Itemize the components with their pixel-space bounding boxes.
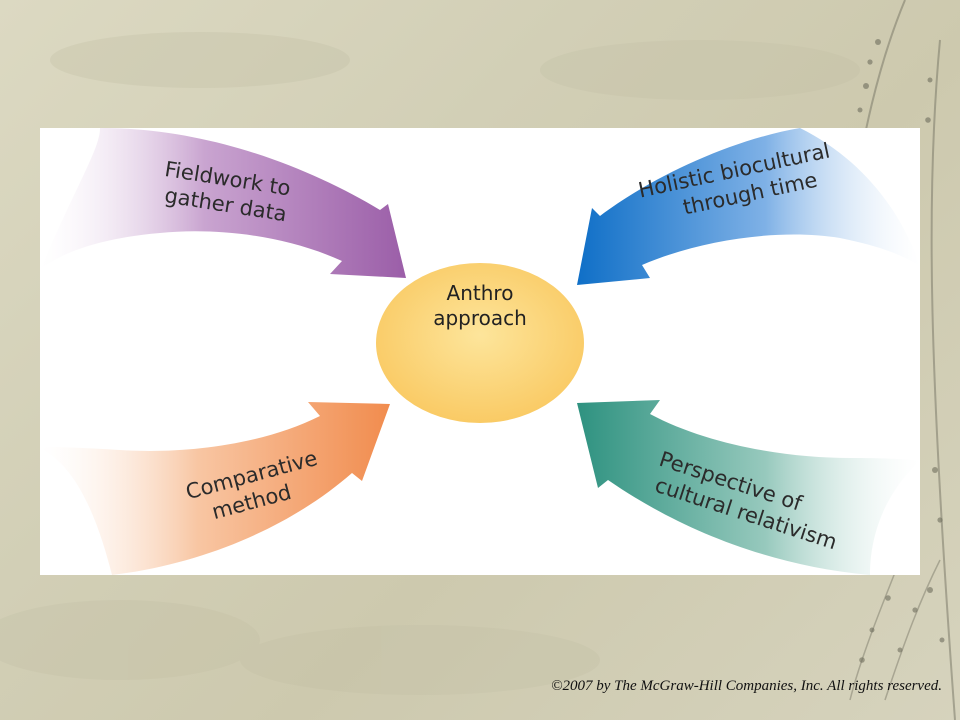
- arrow-fieldwork: [40, 128, 406, 278]
- willow-branch-3: [849, 559, 901, 701]
- center-circle: [376, 263, 584, 423]
- diagram-svg: [40, 128, 920, 575]
- arrow-comparative: [40, 402, 390, 575]
- arrow-relativism: [577, 400, 920, 575]
- willow-branch-2: [930, 39, 956, 720]
- willow-branch-4: [884, 559, 941, 701]
- copyright-notice: ©2007 by The McGraw-Hill Companies, Inc.…: [551, 678, 942, 694]
- arrow-holistic: [577, 128, 920, 285]
- diagram-card: Fieldwork to gather data Holistic biocul…: [40, 128, 920, 575]
- background-blotches: [0, 32, 860, 695]
- center-label: Anthro approach: [433, 281, 527, 330]
